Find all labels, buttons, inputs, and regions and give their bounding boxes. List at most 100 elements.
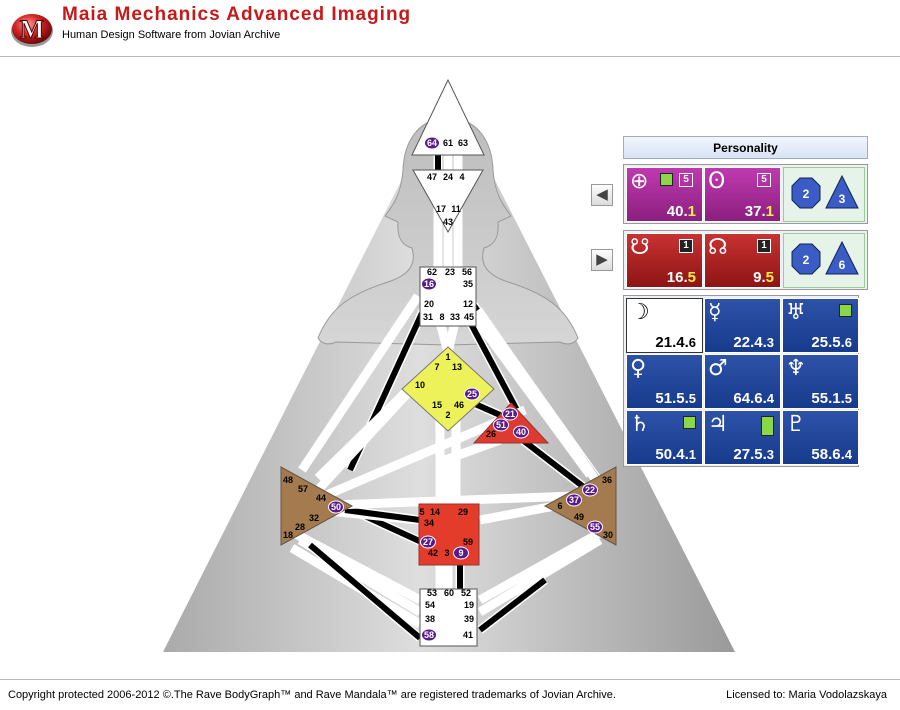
svg-text:M: M [20,15,45,44]
planet-cell[interactable]: ♃27.5.3 [704,410,781,465]
channel-defined [467,320,521,414]
arrow-up-icon [839,304,852,317]
g-center[interactable] [401,346,495,432]
spleen-center[interactable] [280,466,354,546]
gate-label: 63 [458,138,468,148]
variable-left-value: 2 [803,187,810,201]
north-node-icon: ☊ [708,235,728,260]
channel-defined [478,577,547,633]
line-badge: 5 [757,173,771,187]
gate-label: 1 [445,352,450,362]
south-node-icon: ☋ [630,235,650,260]
planet-cell[interactable]: ♀ 51.5.5 [626,354,703,409]
planet-value: 21.4.6 [655,334,696,351]
variables-box-2[interactable]: 2 6 [783,233,865,288]
channel-open [334,492,601,508]
throat-center[interactable] [419,266,477,327]
line-badge: 5 [679,173,693,187]
gate-label: 31 [423,312,433,322]
channel-open [479,502,561,523]
gate-label: 19 [464,600,474,610]
planet-cell[interactable]: ♆55.1.5 [782,354,859,409]
gate-label: 58 [424,630,434,640]
gate-label: 33 [450,312,460,322]
gate-label: 21 [505,409,515,419]
gate-activation-marker [587,520,603,534]
copyright-text: Copyright protected 2006-2012 ©.The Rave… [8,689,616,701]
maia-logo-icon: M [11,14,53,47]
gate-label: 42 [428,548,438,558]
planet-cell[interactable]: ♂64.6.4 [704,354,781,409]
gate-label: 37 [569,495,579,505]
gate-label: 49 [574,512,584,522]
variable-right-value: 3 [839,192,846,206]
gate-activation-marker [502,407,518,421]
gate-label: 10 [415,380,425,390]
gate-label: 48 [283,475,293,485]
gate-label: 17 [436,204,446,214]
node-cell-earth[interactable]: ⊕ 5 40.1 [626,167,703,222]
gate-label: 12 [463,299,473,309]
gate-label: 44 [316,493,326,503]
head-center[interactable] [411,78,485,156]
planet-value: 51.5.5 [655,390,696,407]
planet-value: 50.4.1 [655,446,696,463]
gate-label: 28 [295,522,305,532]
arrow-up-icon [683,416,696,429]
gate-activation-marker [464,387,480,401]
ajna-center[interactable] [412,169,484,234]
gate-label: 56 [462,267,472,277]
channel-open [315,379,421,493]
app-header: M Maia Mechanics Advanced Imaging Human … [0,0,900,57]
gate-label: 14 [430,507,440,517]
channel-open [445,321,458,353]
planet-value: 25.5.6 [811,334,852,351]
gate-activation-marker [582,483,598,497]
node-cell-theta[interactable]: ʘ 5 37.1 [704,167,781,222]
gate-label: 26 [486,429,496,439]
gate-label: 46 [454,400,464,410]
gate-label: 41 [463,630,473,640]
mercury-icon: ☿ [708,300,722,325]
jupiter-icon: ♃ [708,412,728,437]
variables-box-1[interactable]: 2 3 [783,167,865,222]
gate-activation-marker [421,277,437,291]
moon-icon: ☽ [630,300,650,325]
planet-cell[interactable]: ☿22.4.3 [704,298,781,353]
north-node-theta-icon: ʘ [708,169,726,194]
planet-value: 64.6.4 [733,390,774,407]
gate-label: 57 [298,484,308,494]
prev-button[interactable]: ◀ [591,184,613,206]
next-button[interactable]: ▶ [591,249,613,271]
line-badge: 1 [757,239,771,253]
node-value: 37.1 [744,203,774,220]
planet-value: 58.6.4 [811,446,852,463]
sacral-center[interactable] [418,503,480,566]
planet-cell[interactable]: ♄ 50.4.1 [626,410,703,465]
planet-cell[interactable]: ♅25.5.6 [782,298,859,353]
gate-label: 43 [443,217,453,227]
gate-label: 35 [463,279,473,289]
saturn-icon: ♄ [630,412,650,437]
venus-icon: ♀ [630,356,647,381]
license-text: Licensed to: Maria Vodolazskaya [726,689,887,701]
planet-cell[interactable]: ♇58.6.4 [782,410,859,465]
gate-label: 20 [424,299,434,309]
node-cell-north[interactable]: ☊ 1 9.5 [704,233,781,288]
gate-activation-marker [421,628,437,642]
gate-label: 39 [464,614,474,624]
gate-label: 45 [464,312,474,322]
heart-center[interactable] [472,402,550,444]
gate-label: 7 [434,362,439,372]
gate-label: 53 [427,588,437,598]
planet-cell[interactable]: ☽ 21.4.6 [626,298,703,353]
gate-label: 62 [427,267,437,277]
channel-open [475,308,603,488]
channel-open [478,527,607,603]
gate-label: 5 [419,507,424,517]
gate-label: 24 [443,172,453,182]
node-cell-south[interactable]: ☋ 1 16.5 [626,233,703,288]
arrow-updown-icon [761,416,774,436]
gate-label: 6 [557,501,562,511]
